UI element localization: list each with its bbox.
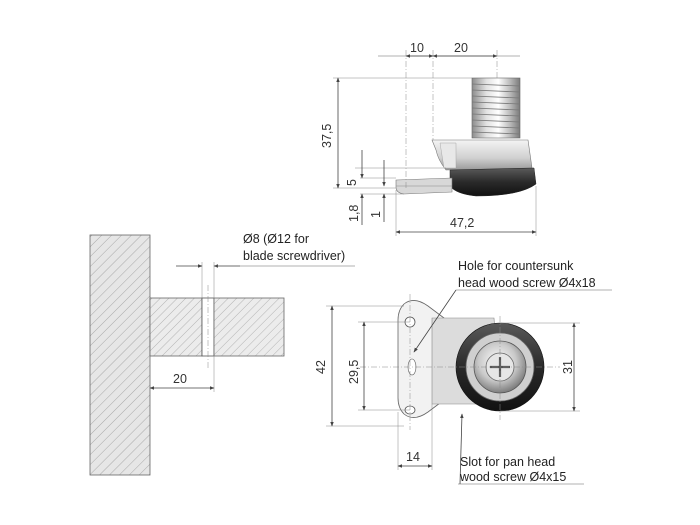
dim-1: 1	[369, 211, 383, 218]
dim-42: 42	[314, 360, 328, 374]
note-hole-2: head wood screw Ø4x18	[458, 276, 596, 290]
dim-10: 10	[410, 41, 424, 55]
dim-1-8: 1,8	[347, 205, 361, 222]
dim-20-top: 20	[454, 41, 468, 55]
note-hole-1: Hole for countersunk	[458, 259, 574, 273]
rubber-base	[449, 167, 537, 197]
note-slot-2: wood screw Ø4x15	[459, 470, 566, 484]
section-view: Ø8 (Ø12 for blade screwdriver) 20	[89, 232, 355, 476]
note-slot-1: Slot for pan head	[460, 455, 555, 469]
wall-section	[89, 234, 151, 476]
note-bore-2: blade screwdriver)	[243, 249, 345, 263]
panel-section-left	[149, 297, 203, 357]
front-view: 42 29,5 31 14 Hole for countersunk head …	[314, 259, 612, 485]
note-bore-1: Ø8 (Ø12 for	[243, 232, 309, 246]
dim-37-5: 37,5	[320, 124, 334, 148]
dim-5: 5	[345, 179, 359, 186]
panel-section-right	[213, 297, 285, 357]
dim-47-2: 47,2	[450, 216, 474, 230]
threaded-bolt	[471, 77, 521, 139]
top-view: 10 20 37,5 5 1,8 1 47,2	[320, 41, 537, 236]
dim-20-side: 20	[173, 372, 187, 386]
dim-29-5: 29,5	[347, 360, 361, 384]
dim-14: 14	[406, 450, 420, 464]
dim-31: 31	[561, 360, 575, 374]
